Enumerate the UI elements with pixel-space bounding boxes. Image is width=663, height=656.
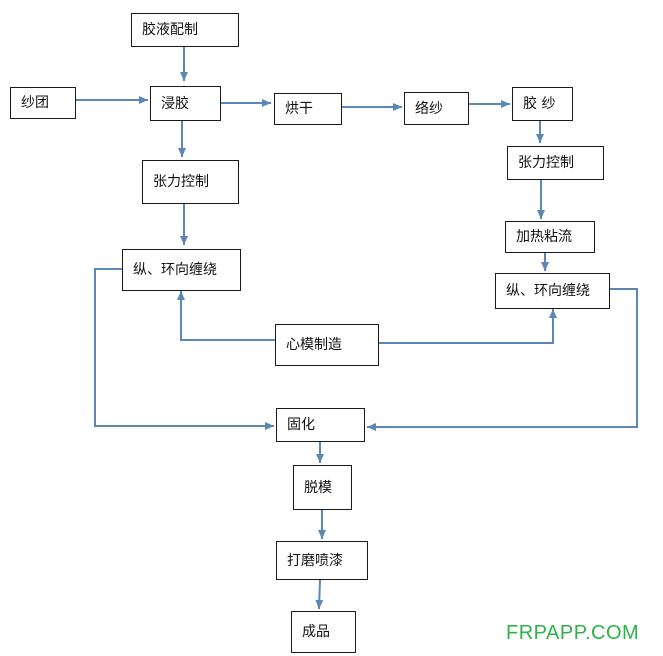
node-wind-right: 纵、环向缠绕 (495, 273, 610, 309)
node-heat-tack: 加热粘流 (505, 221, 595, 253)
node-wind-left: 纵、环向缠绕 (122, 249, 241, 291)
node-dipping: 浸胶 (150, 86, 221, 121)
arrow-finish-to-product (315, 579, 324, 610)
node-tension-right: 张力控制 (507, 146, 604, 180)
node-finish: 打磨喷漆 (276, 541, 368, 580)
node-product: 成品 (291, 611, 356, 653)
node-tension-left: 张力控制 (142, 160, 239, 204)
arrow-mandrel-to-wind-right (379, 309, 557, 344)
arrow-mandrel-to-wind-left (177, 291, 275, 341)
node-mandrel: 心模制造 (275, 324, 379, 366)
node-yarn-ball: 纱团 (10, 87, 76, 119)
node-glued-yarn: 胶 纱 (512, 87, 573, 121)
node-curing: 固化 (276, 408, 365, 442)
node-drying: 烘干 (274, 93, 342, 125)
node-glue-prep: 胶液配制 (131, 13, 239, 47)
node-winding-yarn: 络纱 (404, 92, 469, 125)
watermark: FRPAPP.COM (506, 622, 640, 644)
arrow-wind-left-to-curing (94, 268, 274, 430)
arrow-wind-right-to-curing (367, 288, 638, 431)
node-demold: 脱模 (293, 465, 352, 510)
